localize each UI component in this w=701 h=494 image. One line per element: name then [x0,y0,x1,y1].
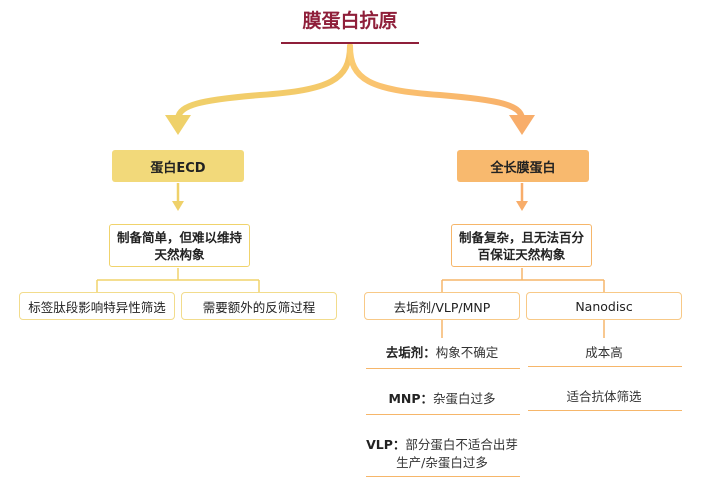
divider [528,410,682,411]
divider [528,366,682,367]
arrow-full-desc [516,201,528,211]
arrow-left-head [165,115,191,135]
note-detergent-text: 构象不确定 [435,345,499,360]
full-description: 制备复杂，且无法百分百保证天然构象 [451,224,592,267]
title-underline [281,42,419,44]
node-full-length: 全长膜蛋白 [457,150,589,182]
note-antibody-screening: 适合抗体筛选 [566,389,642,404]
arrow-left [175,43,353,121]
full-child-nanodisc: Nanodisc [526,292,682,320]
note-vlp-head: VLP： [366,437,406,452]
divider [366,476,520,477]
full-child-detergent-vlp-mnp: 去垢剂/VLP/MNP [364,292,520,320]
note-mnp: MNP：杂蛋白过多 [364,390,520,408]
note-vlp: VLP：部分蛋白不适合出芽生产/杂蛋白过多 [364,436,520,472]
note-vlp-text: 部分蛋白不适合出芽生产/杂蛋白过多 [396,437,518,470]
note-mnp-text: 杂蛋白过多 [433,391,496,406]
ecd-child-counter-screen: 需要额外的反筛过程 [181,292,337,320]
divider [366,414,520,415]
note-detergent: 去垢剂：构象不确定 [364,344,520,362]
ecd-child-tag-peptide: 标签肽段影响特异性筛选 [19,292,175,320]
note-high-cost: 成本高 [585,345,623,360]
divider [366,368,520,369]
note-mnp-head: MNP： [388,391,434,406]
page-title: 膜蛋白抗原 [302,10,398,32]
ecd-description: 制备简单，但难以维持天然构象 [109,224,250,267]
node-ecd: 蛋白ECD [112,150,244,182]
note-detergent-head: 去垢剂： [385,345,436,360]
arrow-right-head [509,115,535,135]
arrow-right [347,43,525,121]
arrow-ecd-desc [172,201,184,211]
